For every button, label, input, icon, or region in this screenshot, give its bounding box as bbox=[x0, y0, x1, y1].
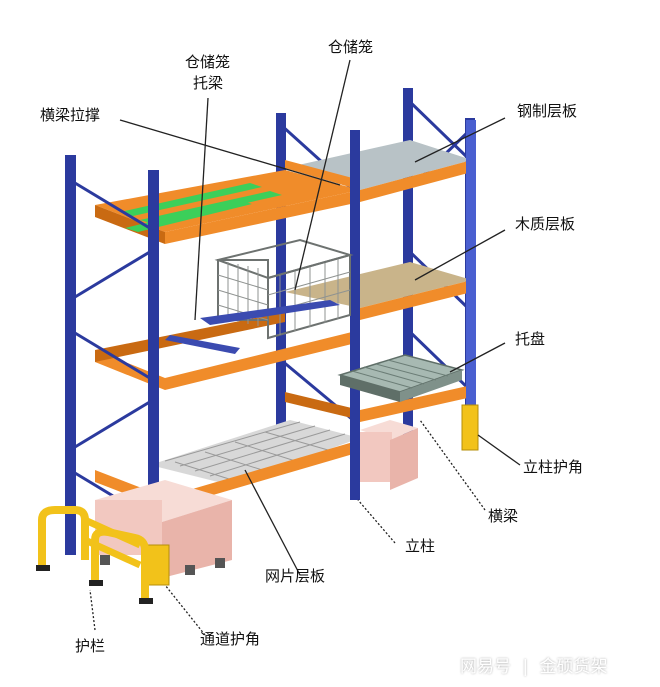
label-cage-pallet: 仓储笼 bbox=[328, 38, 374, 56]
carton-left bbox=[95, 480, 232, 578]
lower-right-bay bbox=[285, 385, 472, 422]
carton-right bbox=[360, 420, 418, 490]
leader-lines bbox=[89, 59, 521, 636]
label-upright-protector: 立柱护角 bbox=[523, 458, 584, 476]
pallet-object bbox=[337, 354, 465, 402]
aisle-protector-left bbox=[146, 544, 170, 586]
middle-left-bay bbox=[95, 312, 360, 390]
top-left-bay bbox=[95, 170, 360, 244]
watermark: 网易号 | 金硕货架 bbox=[460, 652, 608, 677]
label-beam: 横梁 bbox=[488, 507, 519, 525]
guard-rail bbox=[36, 506, 153, 604]
cage-pallet bbox=[165, 238, 354, 354]
mesh-shelf-panel bbox=[95, 420, 360, 509]
watermark-author: 金硕货架 bbox=[539, 657, 608, 677]
watermark-separator: | bbox=[522, 657, 529, 677]
watermark-source: 网易号 bbox=[460, 657, 511, 677]
label-steel-shelf: 钢制层板 bbox=[517, 102, 578, 120]
label-mesh-shelf: 网片层板 bbox=[265, 567, 326, 585]
wood-shelf-panel bbox=[285, 262, 472, 320]
label-cage-tray-line2: 托梁 bbox=[193, 74, 224, 92]
label-upright: 立柱 bbox=[405, 537, 436, 555]
label-aisle-protector: 通道护角 bbox=[200, 630, 261, 648]
front-upright-frame-middle bbox=[350, 130, 360, 500]
front-upright-frame-right bbox=[466, 120, 476, 420]
label-wood-shelf: 木质层板 bbox=[515, 215, 576, 233]
label-cage-tray-line1: 仓储笼 bbox=[185, 53, 231, 71]
label-beam-brace: 横梁拉撑 bbox=[40, 106, 101, 124]
upright-protector-right bbox=[461, 404, 479, 451]
label-pallet: 托盘 bbox=[515, 330, 546, 348]
label-guard-rail: 护栏 bbox=[75, 637, 106, 655]
